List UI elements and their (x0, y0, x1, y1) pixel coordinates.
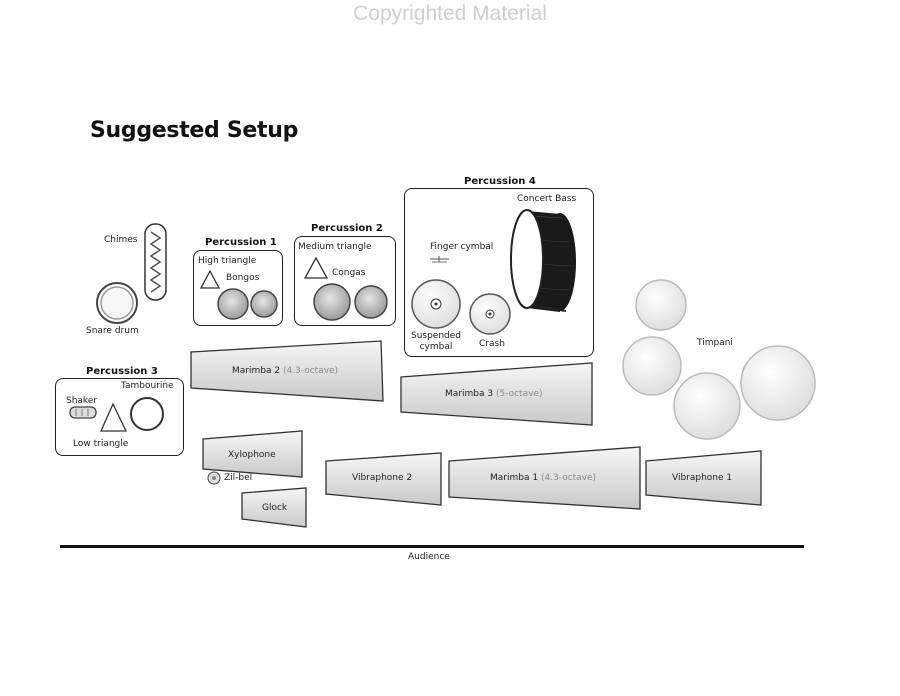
finger-cymbal-label: Finger cymbal (430, 242, 494, 252)
glock-label: Glock (262, 503, 288, 513)
page-title: Suggested Setup (90, 118, 299, 143)
crash-cymbal-icon (469, 293, 511, 335)
marimba-3-shape (400, 362, 593, 426)
timpani-icon (622, 279, 816, 440)
marimba-3-label: Marimba 3 (5-octave) (445, 389, 543, 399)
glock-shape (241, 487, 307, 528)
conga-large-icon (313, 283, 351, 321)
percussion-3-label: Percussion 3 (86, 366, 158, 377)
shaker-icon (69, 406, 97, 419)
medium-triangle-icon (303, 256, 329, 279)
high-triangle-label: High triangle (198, 256, 257, 266)
bongos-label: Bongos (226, 273, 260, 283)
concert-bass-drum-icon (510, 209, 576, 312)
percussion-1-label: Percussion 1 (205, 237, 277, 248)
marimba-1-label: Marimba 1 (4.3-octave) (490, 473, 597, 483)
marimba-2-label: Marimba 2 (4.3-octave) (232, 366, 339, 376)
concert-bass-label: Concert Bass (517, 194, 577, 204)
watermark: Copyrighted Material (353, 2, 547, 25)
vibraphone-1-label: Vibraphone 1 (672, 473, 733, 483)
zil-bel-icon (207, 471, 221, 485)
conga-small-icon (354, 285, 388, 319)
finger-cymbal-icon (430, 256, 449, 263)
bongo-large-icon (217, 288, 249, 320)
tambourine-icon (130, 397, 164, 431)
marimba-1-shape (448, 446, 641, 510)
vibraphone-1-shape (645, 450, 762, 506)
snare-drum-label: Snare drum (86, 326, 139, 336)
chimes-label: Chimes (104, 235, 138, 245)
chimes-icon (144, 223, 167, 301)
congas-label: Congas (332, 268, 366, 278)
zil-bel-label: Zil-bel (224, 473, 253, 483)
bongo-small-icon (250, 290, 278, 318)
tambourine-label: Tambourine (121, 381, 174, 391)
xylophone-shape (202, 430, 303, 478)
audience-label: Audience (408, 552, 450, 562)
low-triangle-label: Low triangle (73, 439, 129, 449)
marimba-2-shape (190, 340, 384, 402)
percussion-2-label: Percussion 2 (311, 223, 383, 234)
medium-triangle-label: Medium triangle (298, 242, 372, 252)
snare-drum-icon (96, 282, 138, 324)
suspended-cymbal-icon (411, 279, 461, 329)
vibraphone-2-label: Vibraphone 2 (352, 473, 413, 483)
xylophone-label: Xylophone (228, 450, 276, 460)
suspended-cymbal-label: Suspended cymbal (410, 331, 462, 352)
timpani-label: Timpani (697, 338, 733, 348)
crash-label: Crash (479, 339, 505, 349)
high-triangle-icon (199, 269, 221, 289)
vibraphone-2-shape (325, 452, 442, 506)
low-triangle-icon (99, 402, 128, 432)
percussion-4-label: Percussion 4 (464, 176, 536, 187)
stage-edge-line (60, 545, 804, 548)
shaker-label: Shaker (66, 396, 98, 406)
